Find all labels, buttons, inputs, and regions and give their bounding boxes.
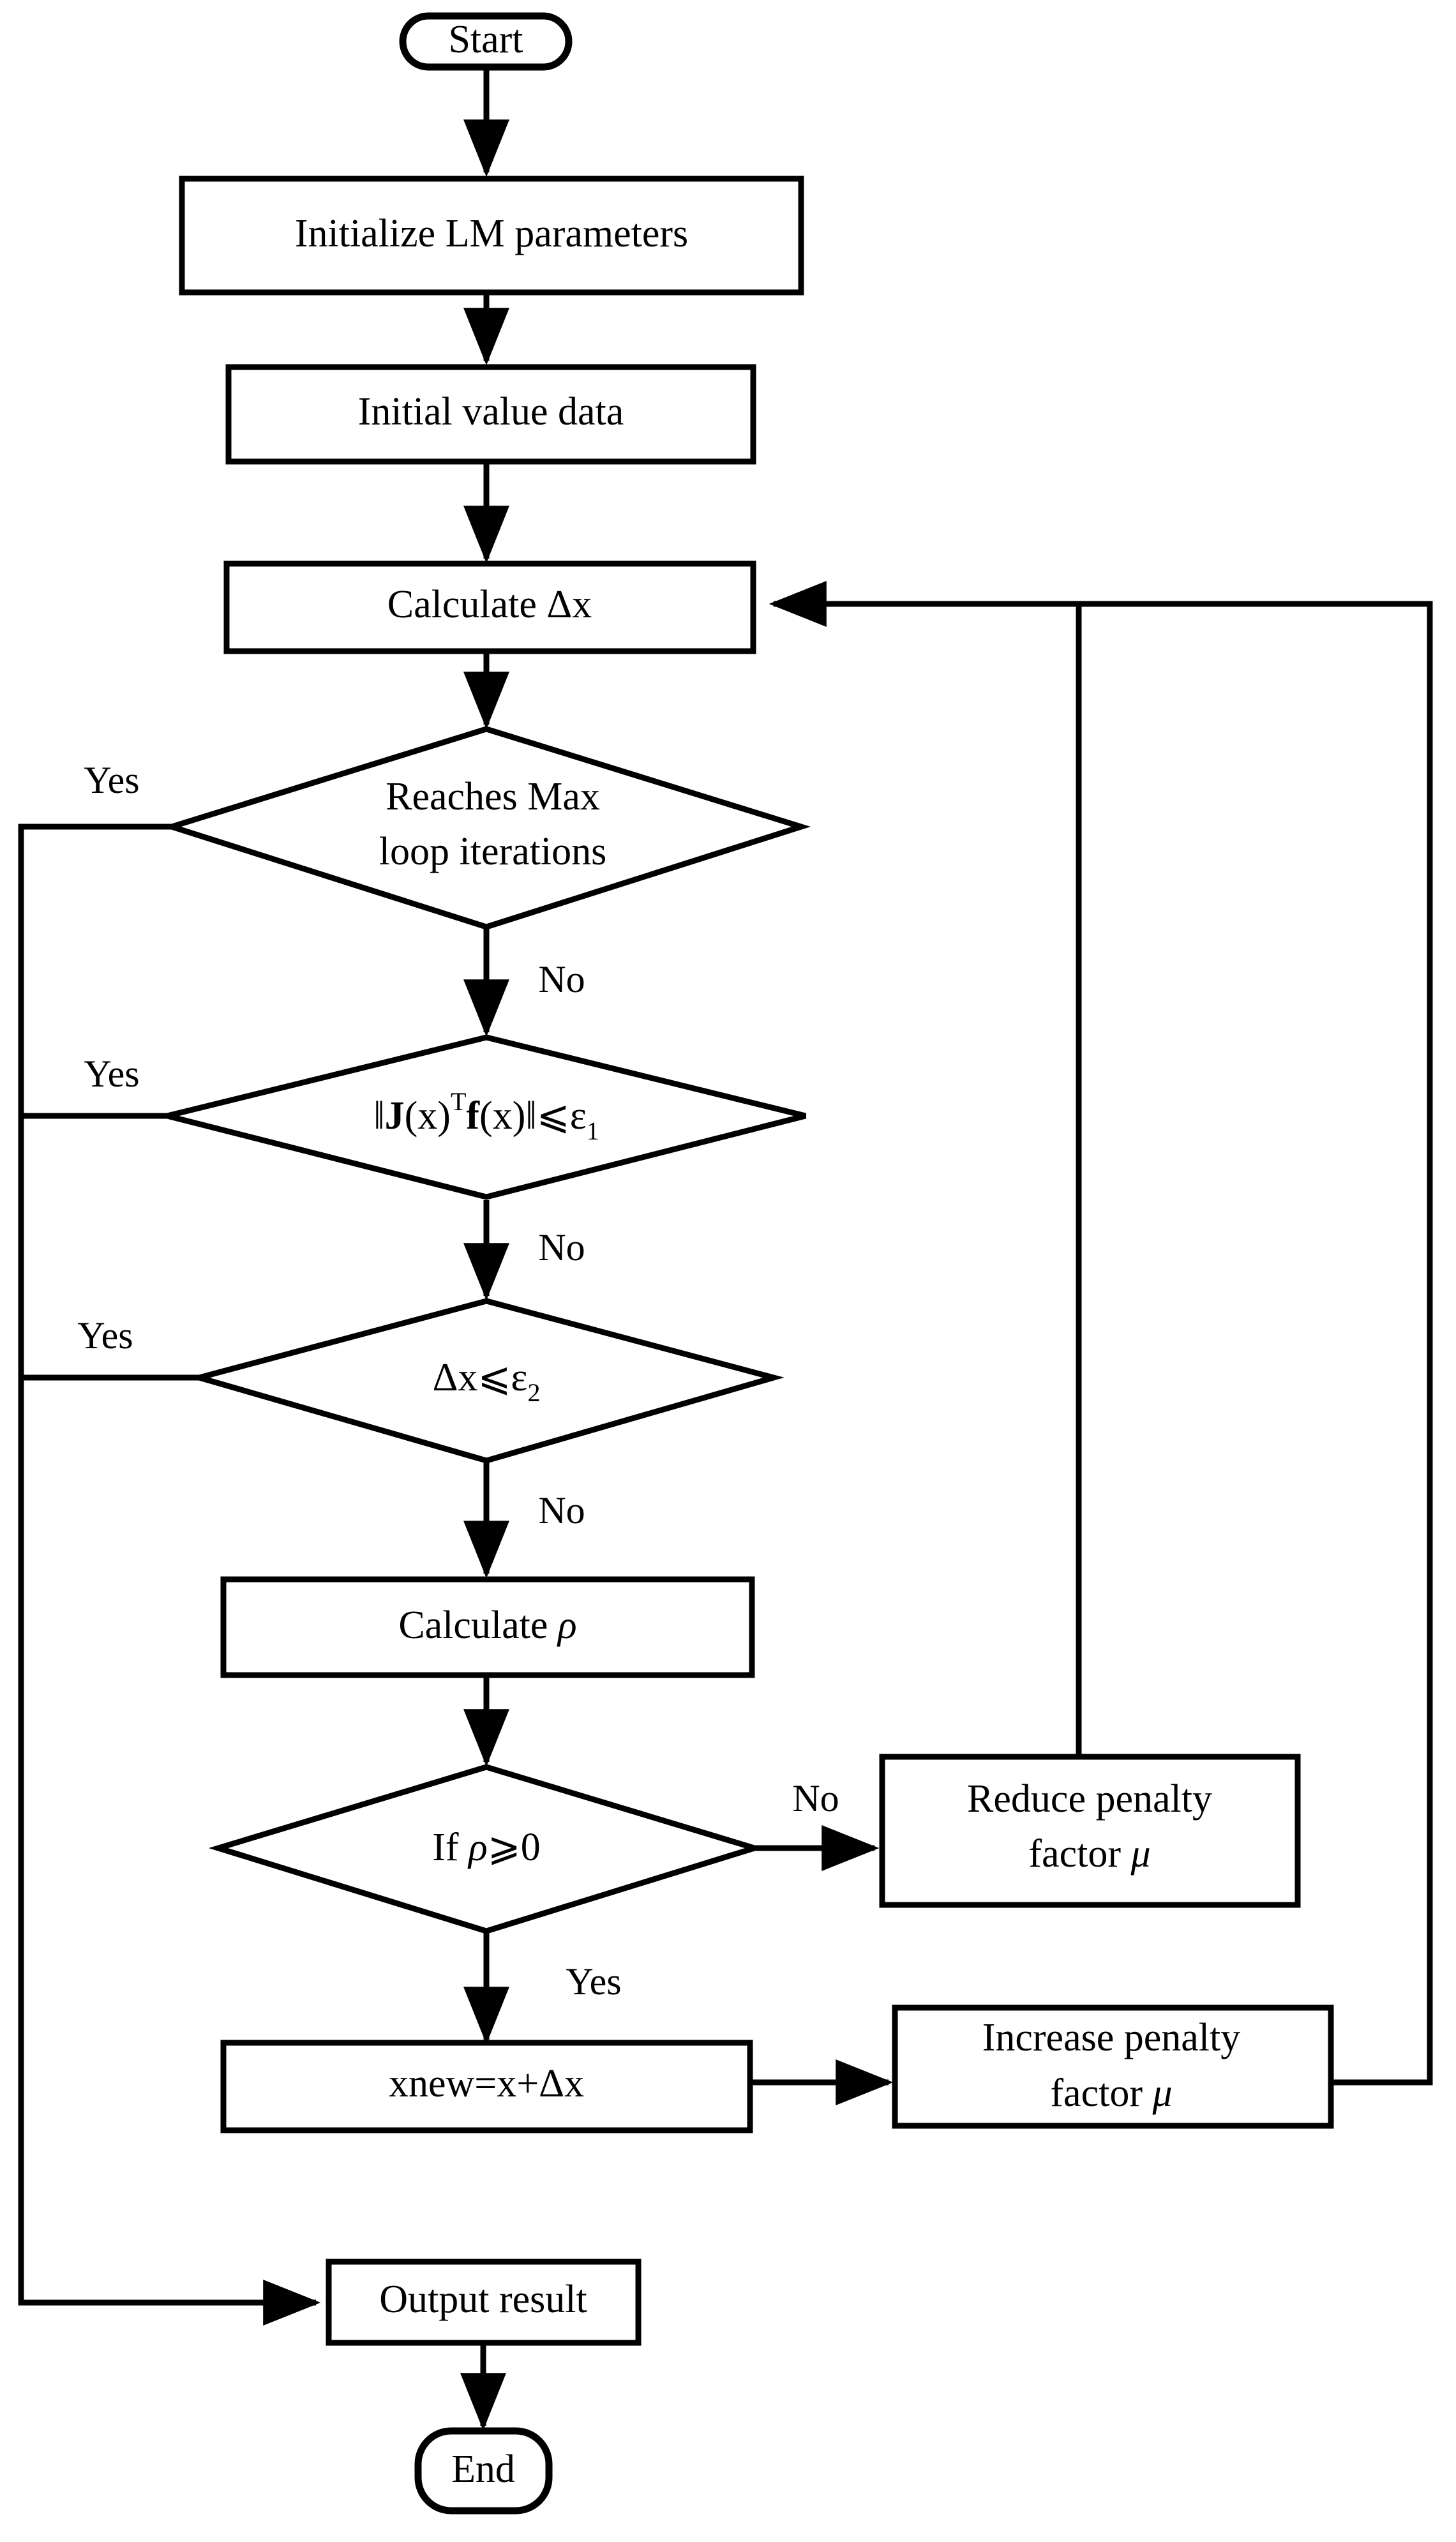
node-initial-value-data[interactable]: Initial value data [225,364,756,465]
max-iter-label-line2: loop iterations [379,830,606,873]
xnew-shape [220,2040,753,2133]
increase-mu-prefix: factor [1050,2072,1152,2115]
calc-dx-shape [223,560,756,654]
node-step-size-test[interactable]: Δx⩽ε2 [188,1298,784,1464]
reduce-mu-line1: Reduce penalty [967,1777,1212,1821]
xnew-label: xnew=x+Δx [389,2062,584,2105]
init-value-label: Initial value data [358,390,624,433]
rho-symbol: ρ [557,1604,577,1647]
norm-close-glyph: ‖ [525,1094,536,1138]
edge-label-no-step: No [538,1489,585,1531]
node-calculate-rho[interactable]: Calculate ρ [220,1576,755,1678]
start-label: Start [448,18,523,61]
grad-arg-a: (x) [405,1094,451,1138]
grad-arg-b: (x) [479,1094,525,1138]
reduce-mu-shape [879,1754,1301,1908]
output-shape [326,2259,642,2346]
node-gradient-norm-test[interactable]: ‖J(x)Tf(x)‖⩽ε1 [166,1034,807,1200]
grad-operator: ⩽ [537,1094,570,1138]
edge-label-yes-step: Yes [77,1314,133,1357]
calc-dx-label: Calculate Δx [387,583,592,626]
end-label: End [451,2448,515,2491]
rho-test-expression: If ρ⩾0 [432,1826,541,1869]
rho-test-symbol: ρ [467,1826,488,1869]
reduce-mu-prefix: factor [1028,1832,1130,1876]
edge-label-yes-grad: Yes [84,1053,139,1095]
step-operator: ⩽ [477,1356,511,1399]
edge-label-no-grad: No [538,1226,585,1268]
jacobian-symbol: J [385,1094,405,1138]
calc-rho-shape [220,1576,755,1678]
epsilon-subscript-1: 1 [587,1117,599,1145]
output-label: Output result [379,2278,587,2321]
epsilon-symbol-1: ε [570,1094,587,1138]
increase-mu-line1: Increase penalty [982,2016,1240,2059]
grad-test-shape [166,1034,807,1200]
rho-test-operator: ⩾ [488,1826,521,1869]
rho-test-shape [208,1764,765,1934]
edge-label-no-rho: No [792,1777,839,1819]
edge-feedback-increase [1081,601,1433,2086]
node-reaches-max-loop-iterations[interactable]: Reaches Max loop iterations [161,726,811,930]
edge-labels: Yes No Yes No Yes No No Yes [77,759,839,2003]
node-output-result[interactable]: Output result [326,2259,642,2346]
step-test-shape [188,1298,784,1464]
epsilon-symbol-2: ε [511,1356,527,1399]
residual-symbol: f [466,1094,480,1138]
rho-test-value: 0 [521,1826,541,1869]
init-value-shape [225,364,756,465]
delta-x-symbol: Δx [433,1356,478,1399]
end-shape [414,2427,553,2515]
node-start[interactable]: Start [399,12,573,71]
node-end[interactable]: End [414,2427,553,2515]
epsilon-subscript-2: 2 [527,1378,540,1407]
node-xnew-update[interactable]: xnew=x+Δx [220,2040,753,2133]
increase-mu-shape [892,2004,1334,2129]
calc-rho-label: Calculate ρ [398,1604,576,1647]
edge-label-yes-rho: Yes [566,1960,621,2003]
transpose-superscript: T [451,1087,466,1116]
grad-test-expression: ‖J(x)Tf(x)‖⩽ε1 [373,1087,599,1145]
init-params-shape [179,176,804,296]
norm-open-glyph: ‖ [373,1094,384,1138]
calc-rho-prefix: Calculate [398,1604,558,1647]
increase-mu-line2: factor μ [1050,2072,1172,2115]
max-iter-shape [161,726,811,930]
rho-test-prefix: If [432,1826,469,1869]
init-params-label: Initialize LM parameters [295,212,688,255]
mu-symbol-increase: μ [1152,2072,1172,2115]
mu-symbol-reduce: μ [1130,1832,1150,1876]
node-calculate-delta-x[interactable]: Calculate Δx [223,560,756,654]
max-iter-label-line1: Reaches Max [386,775,600,818]
step-test-expression: Δx⩽ε2 [433,1356,541,1407]
edge-label-yes-max-iter: Yes [84,759,139,801]
node-reduce-penalty-factor[interactable]: Reduce penalty factor μ [879,1754,1301,1908]
start-shape [399,12,573,71]
node-rho-sign-test[interactable]: If ρ⩾0 [208,1764,765,1934]
node-increase-penalty-factor[interactable]: Increase penalty factor μ [892,2004,1334,2129]
edge-label-no-max-iter: No [538,958,585,1000]
reduce-mu-line2: factor μ [1028,1832,1150,1876]
edge-feedback-reduce [769,581,1082,1757]
node-initialize-lm-parameters[interactable]: Initialize LM parameters [179,176,804,296]
